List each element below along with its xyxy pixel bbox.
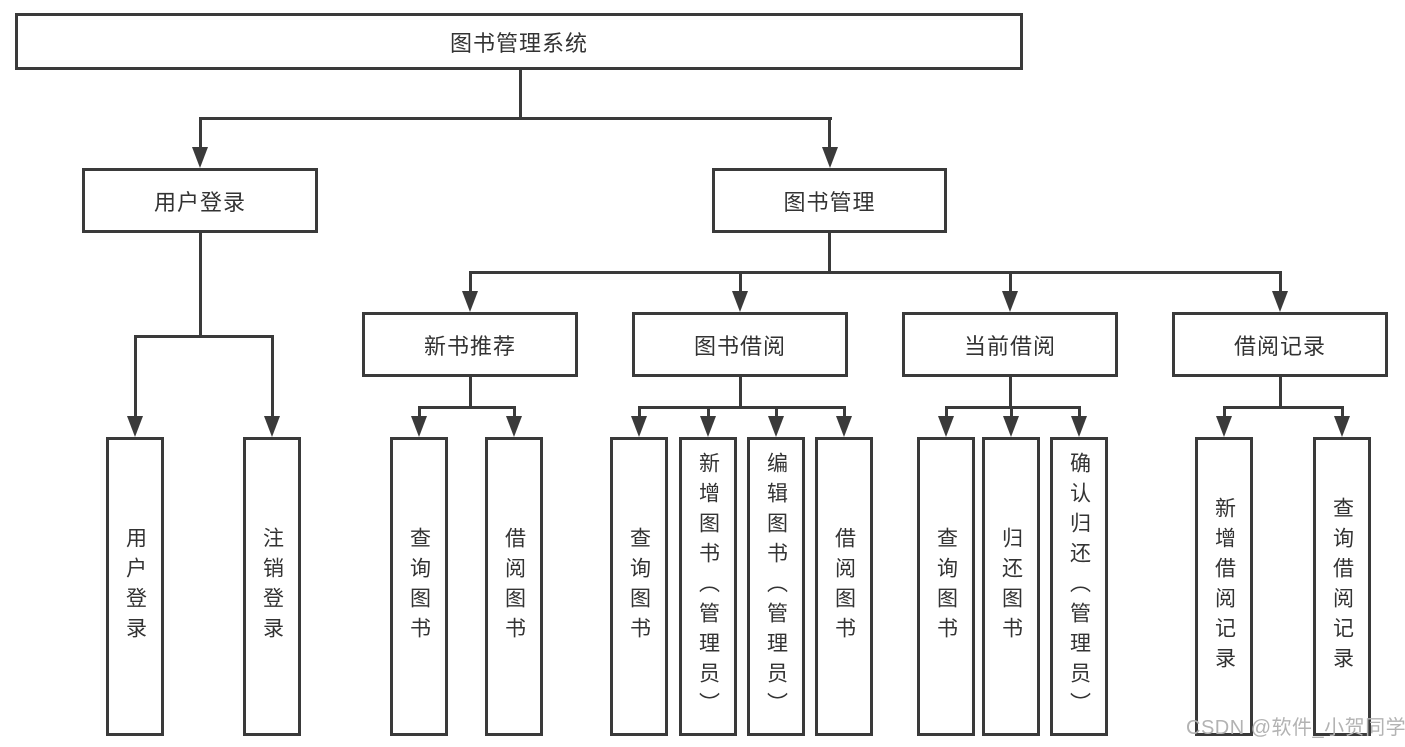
connector-vline: [739, 377, 742, 409]
node-book-management-label: 图书管理: [783, 189, 876, 215]
connector-arrow-down: [192, 147, 208, 168]
connector-vline: [271, 335, 274, 419]
leaf-query-borrow-record-label: 查询借阅记录: [1330, 496, 1354, 677]
connector-vline: [513, 406, 516, 419]
connector-hline: [199, 117, 832, 120]
leaf-return-books: 归还图书: [982, 437, 1040, 736]
leaf-add-borrow-record-label: 新增借阅记录: [1212, 496, 1236, 677]
node-system-root: 图书管理系统: [15, 13, 1023, 70]
leaf-borrow-books-recommend-label: 借阅图书: [502, 526, 526, 647]
connector-vline: [828, 117, 831, 150]
connector-vline: [843, 406, 846, 419]
connector-arrow-down: [127, 416, 143, 437]
leaf-edit-books-admin: 编辑图书（管理员）: [747, 437, 805, 736]
connector-vline: [199, 117, 202, 150]
connector-hline: [945, 406, 1081, 409]
connector-hline: [638, 406, 846, 409]
connector-arrow-down: [264, 416, 280, 437]
node-new-book-recommend: 新书推荐: [362, 312, 578, 377]
leaf-logout-label: 注销登录: [260, 526, 284, 647]
connector-arrow-down: [462, 291, 478, 312]
connector-arrow-down: [1272, 291, 1288, 312]
node-user-login-label: 用户登录: [153, 189, 246, 215]
connector-hline: [134, 335, 274, 338]
connector-arrow-down: [411, 416, 427, 437]
leaf-confirm-return-admin: 确认归还（管理员）: [1050, 437, 1108, 736]
connector-vline: [418, 406, 421, 419]
connector-vline: [199, 233, 202, 338]
leaf-query-books-borrow-label: 查询图书: [627, 526, 651, 647]
connector-arrow-down: [822, 147, 838, 168]
connector-arrow-down: [700, 416, 716, 437]
node-borrow-records-label: 借阅记录: [1233, 333, 1326, 359]
connector-arrow-down: [506, 416, 522, 437]
connector-vline: [1279, 377, 1282, 409]
node-current-borrow-label: 当前借阅: [963, 333, 1056, 359]
node-book-management: 图书管理: [712, 168, 947, 233]
connector-vline: [638, 406, 641, 419]
connector-vline: [1009, 271, 1012, 294]
connector-vline: [828, 233, 831, 274]
connector-vline: [1279, 271, 1282, 294]
connector-arrow-down: [1002, 291, 1018, 312]
connector-vline: [1341, 406, 1344, 419]
leaf-borrow-books-recommend: 借阅图书: [485, 437, 543, 736]
node-current-borrow: 当前借阅: [902, 312, 1118, 377]
leaf-borrow-books: 借阅图书: [815, 437, 873, 736]
connector-vline: [469, 271, 472, 294]
leaf-query-books-current-label: 查询图书: [934, 526, 958, 647]
leaf-query-books-recommend: 查询图书: [390, 437, 448, 736]
leaf-borrow-books-label: 借阅图书: [832, 526, 856, 647]
connector-vline: [134, 335, 137, 419]
node-new-book-recommend-label: 新书推荐: [423, 333, 516, 359]
node-book-borrow-label: 图书借阅: [693, 333, 786, 359]
csdn-watermark: CSDN @软件_小贺同学: [1186, 717, 1405, 739]
connector-arrow-down: [768, 416, 784, 437]
connector-vline: [739, 271, 742, 294]
node-user-login: 用户登录: [82, 168, 318, 233]
connector-vline: [1078, 406, 1081, 419]
leaf-edit-books-admin-label: 编辑图书（管理员）: [764, 451, 788, 722]
connector-hline: [418, 406, 516, 409]
leaf-user-login-label: 用户登录: [123, 526, 147, 647]
connector-vline: [519, 70, 522, 118]
leaf-query-books-current: 查询图书: [917, 437, 975, 736]
connector-vline: [775, 406, 778, 419]
leaf-user-login: 用户登录: [106, 437, 164, 736]
connector-arrow-down: [1003, 416, 1019, 437]
leaf-add-borrow-record: 新增借阅记录: [1195, 437, 1253, 736]
connector-arrow-down: [1216, 416, 1232, 437]
connector-vline: [945, 406, 948, 419]
leaf-query-books-recommend-label: 查询图书: [407, 526, 431, 647]
connector-vline: [1223, 406, 1226, 419]
leaf-confirm-return-admin-label: 确认归还（管理员）: [1067, 451, 1091, 722]
connector-arrow-down: [938, 416, 954, 437]
leaf-add-books-admin-label: 新增图书（管理员）: [696, 451, 720, 722]
connector-vline: [469, 377, 472, 409]
connector-hline: [1223, 406, 1344, 409]
leaf-add-books-admin: 新增图书（管理员）: [679, 437, 737, 736]
leaf-query-borrow-record: 查询借阅记录: [1313, 437, 1371, 736]
node-system-root-label: 图书管理系统: [449, 30, 588, 56]
connector-arrow-down: [836, 416, 852, 437]
leaf-return-books-label: 归还图书: [999, 526, 1023, 647]
connector-hline: [469, 271, 1282, 274]
node-book-borrow: 图书借阅: [632, 312, 848, 377]
connector-vline: [1010, 406, 1013, 419]
connector-arrow-down: [1334, 416, 1350, 437]
connector-arrow-down: [631, 416, 647, 437]
connector-vline: [707, 406, 710, 419]
connector-arrow-down: [732, 291, 748, 312]
leaf-query-books-borrow: 查询图书: [610, 437, 668, 736]
leaf-logout: 注销登录: [243, 437, 301, 736]
node-borrow-records: 借阅记录: [1172, 312, 1388, 377]
connector-arrow-down: [1071, 416, 1087, 437]
connector-vline: [1009, 377, 1012, 409]
